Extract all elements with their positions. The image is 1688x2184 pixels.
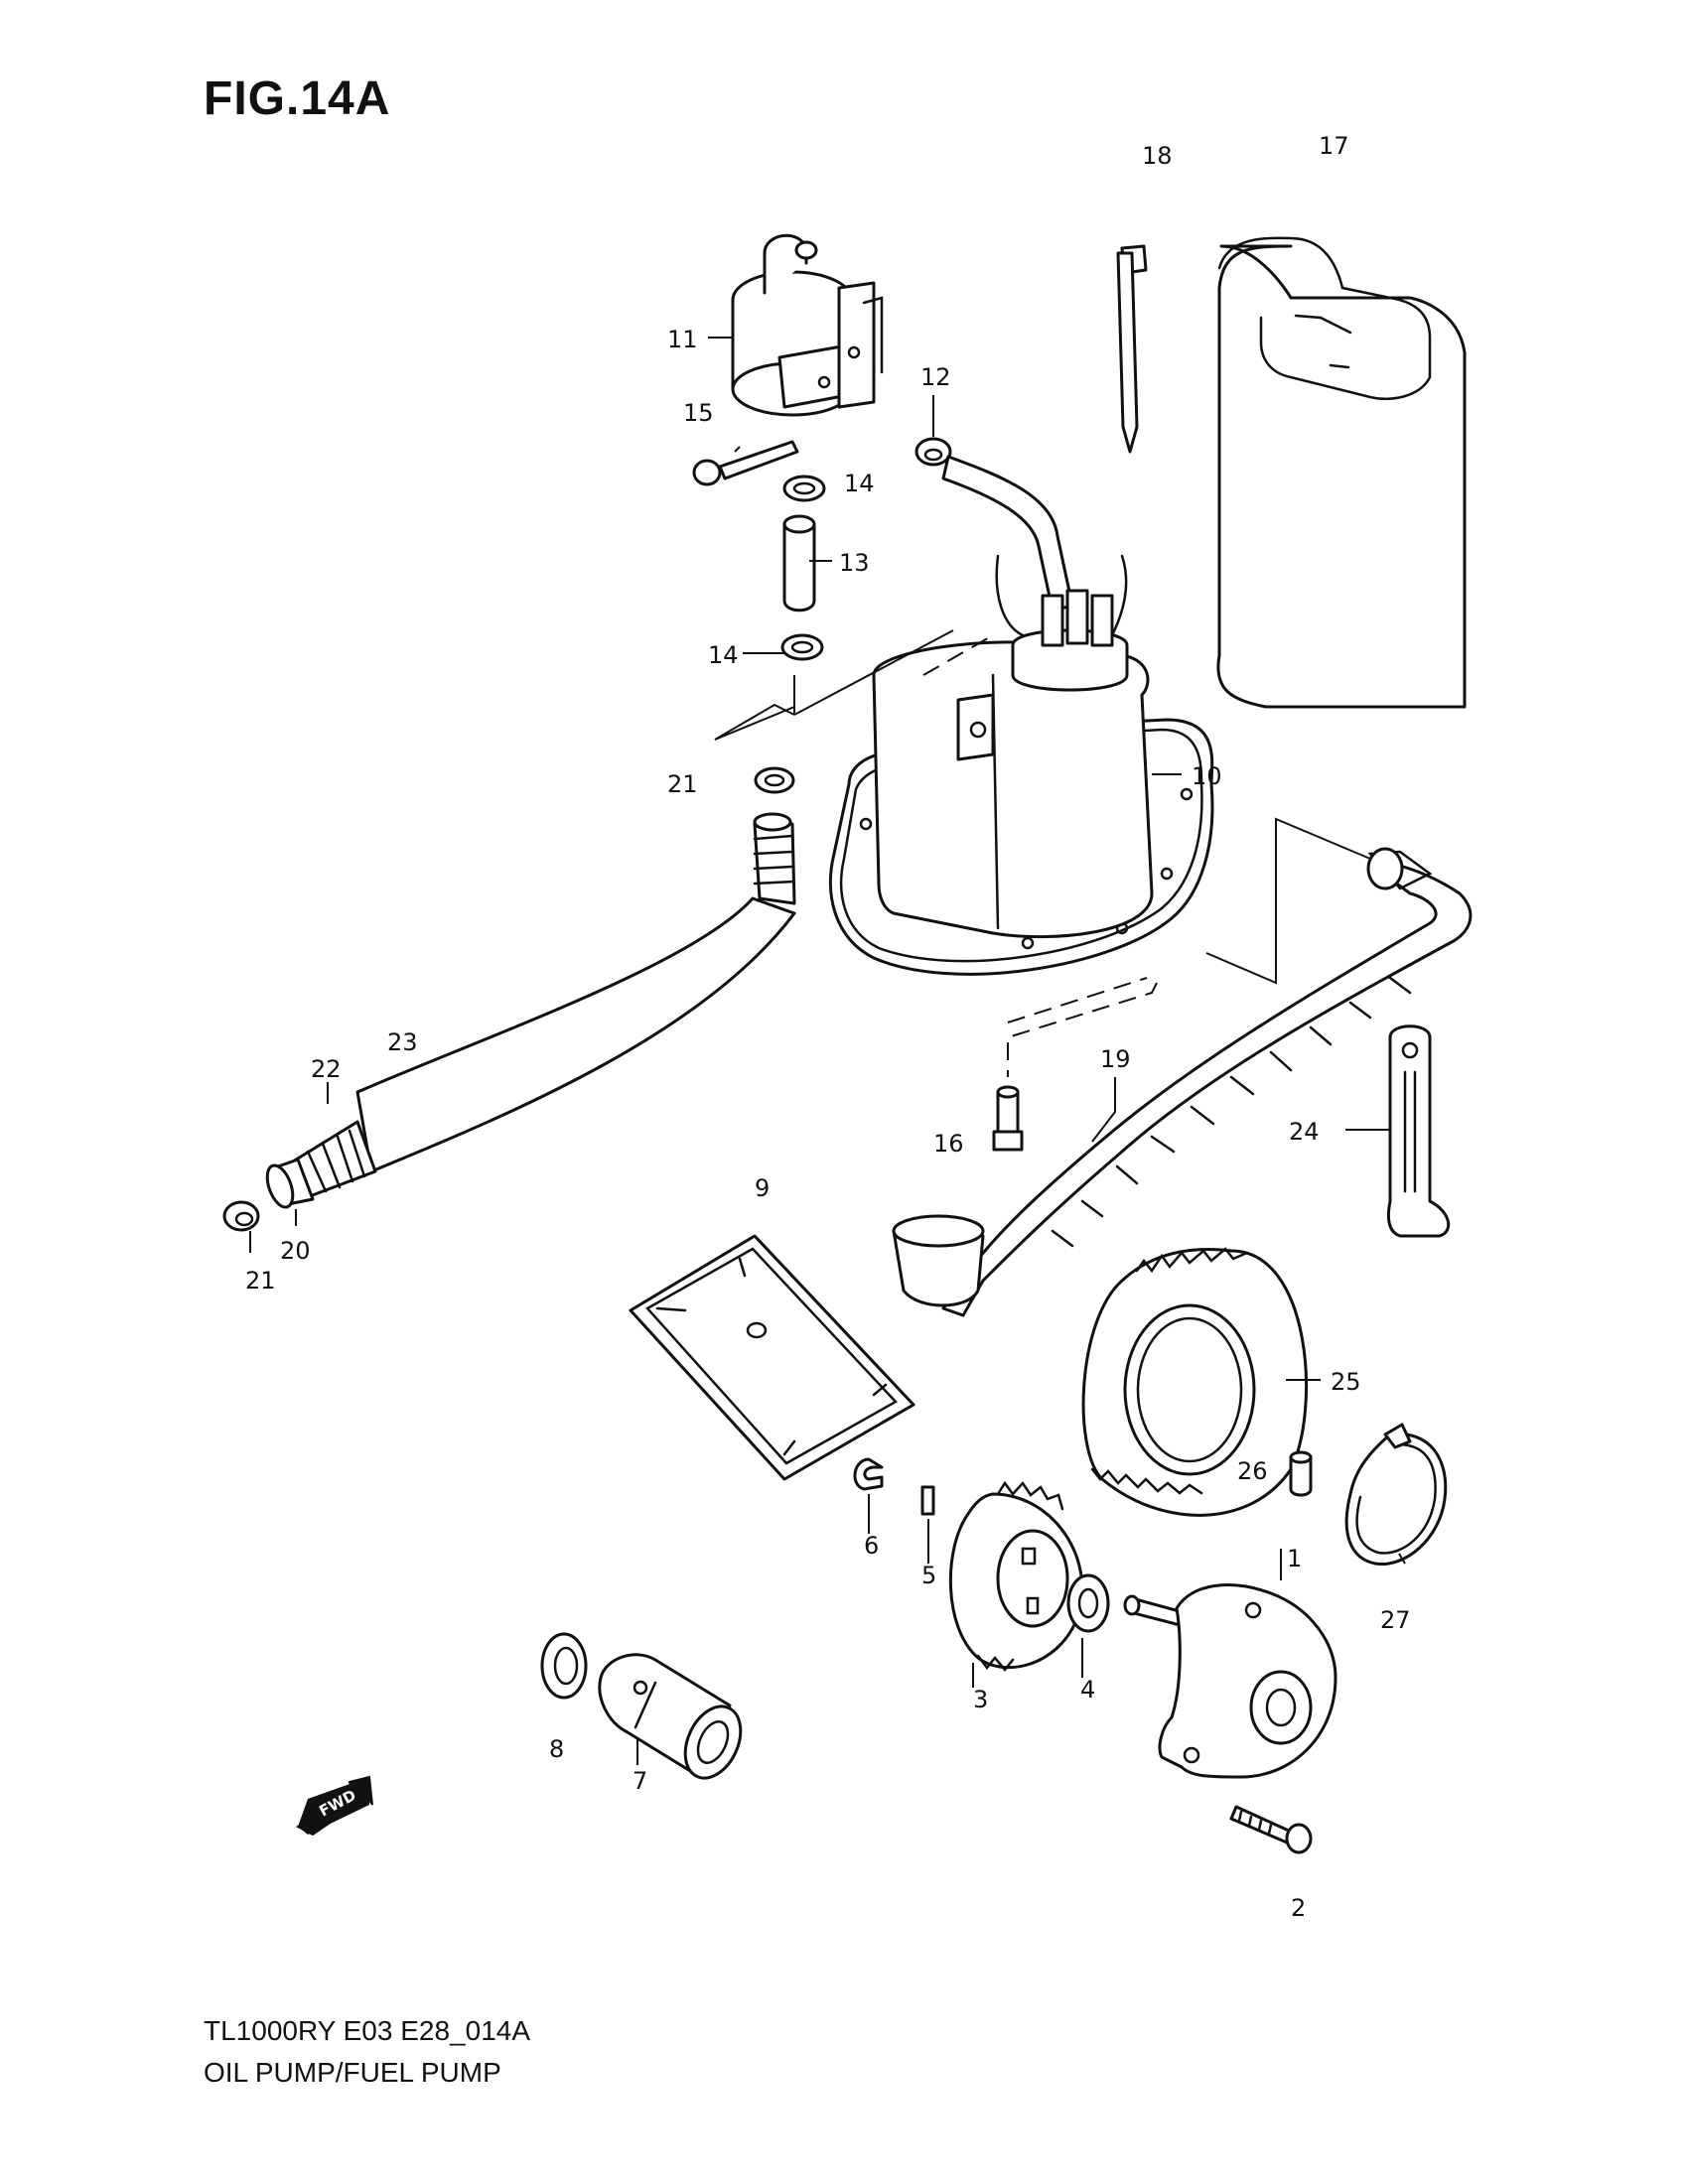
fuel-filter-part-11 [731, 233, 884, 417]
callout-27: 27 [1380, 1606, 1411, 1634]
clamp-part-21-lower [222, 1200, 260, 1232]
assembly-lines [714, 629, 1371, 1077]
hose-part-13 [782, 514, 816, 613]
coupling-part-7 [598, 1653, 743, 1780]
callout-3: 3 [973, 1686, 988, 1713]
harness-part-19 [892, 847, 1473, 1317]
callout-13: 13 [839, 549, 870, 577]
figure-title: FIG.14A [204, 72, 391, 125]
fuel-tank-part-17 [1216, 236, 1467, 709]
callout-16: 16 [933, 1130, 964, 1158]
gear-part-3 [948, 1480, 1084, 1672]
clip-part-6 [853, 1457, 884, 1491]
callout-11: 11 [667, 326, 698, 353]
gear-part-25 [1081, 1247, 1309, 1517]
callout-8: 8 [549, 1735, 564, 1763]
figure-code: TL1000RY E03 E28_014A [204, 2015, 531, 2046]
callout-5: 5 [921, 1562, 936, 1589]
pin-part-26 [1289, 1450, 1313, 1497]
callout-25: 25 [1331, 1368, 1361, 1396]
callout-9: 9 [755, 1174, 770, 1202]
callout-15: 15 [683, 399, 714, 427]
bolt-part-15 [692, 440, 799, 486]
washer-part-4 [1066, 1573, 1110, 1633]
clamp-part-14-upper [782, 475, 826, 502]
callout-14-lower: 14 [708, 641, 739, 669]
forward-arrow-icon: FWD [296, 1775, 373, 1837]
callout-14-upper: 14 [844, 470, 875, 497]
screw-part-2 [1229, 1805, 1313, 1854]
callout-20: 20 [280, 1237, 311, 1265]
callout-labels: 1 2 3 4 5 6 7 8 9 10 11 12 13 14 14 15 1… [245, 132, 1411, 1922]
clamp-part-14-lower [780, 633, 824, 661]
callout-18: 18 [1142, 142, 1173, 170]
callout-22: 22 [311, 1055, 342, 1083]
callout-12: 12 [920, 363, 951, 391]
callout-21-upper: 21 [667, 770, 698, 798]
key-part-5 [920, 1485, 935, 1516]
figure-name: OIL PUMP/FUEL PUMP [204, 2057, 501, 2088]
outlet-hose [941, 455, 1074, 613]
clamp-part-12 [914, 437, 952, 467]
callout-4: 4 [1080, 1676, 1095, 1704]
callout-21-lower: 21 [245, 1267, 276, 1295]
gasket-part-9 [629, 1234, 915, 1481]
callout-17: 17 [1319, 132, 1349, 160]
callout-1: 1 [1287, 1545, 1302, 1572]
callout-23: 23 [387, 1028, 418, 1056]
leader-lines [249, 337, 1406, 1765]
clip-part-18 [1116, 244, 1148, 454]
callout-24: 24 [1289, 1118, 1320, 1146]
fuel-pump-part-10 [828, 554, 1214, 976]
hose-part-23 [265, 812, 796, 1209]
callout-10: 10 [1192, 762, 1222, 790]
oil-pump-part-1 [1123, 1583, 1337, 1779]
callout-26: 26 [1237, 1457, 1268, 1485]
callout-2: 2 [1291, 1894, 1306, 1922]
washer-part-8 [540, 1632, 588, 1700]
clamp-part-21-upper [754, 766, 795, 794]
callout-7: 7 [633, 1767, 647, 1795]
callout-19: 19 [1100, 1045, 1131, 1073]
bolt-part-16 [992, 1085, 1024, 1152]
strap-part-24 [1386, 1024, 1451, 1238]
circlip-part-27 [1344, 1423, 1448, 1567]
callout-6: 6 [864, 1532, 879, 1560]
